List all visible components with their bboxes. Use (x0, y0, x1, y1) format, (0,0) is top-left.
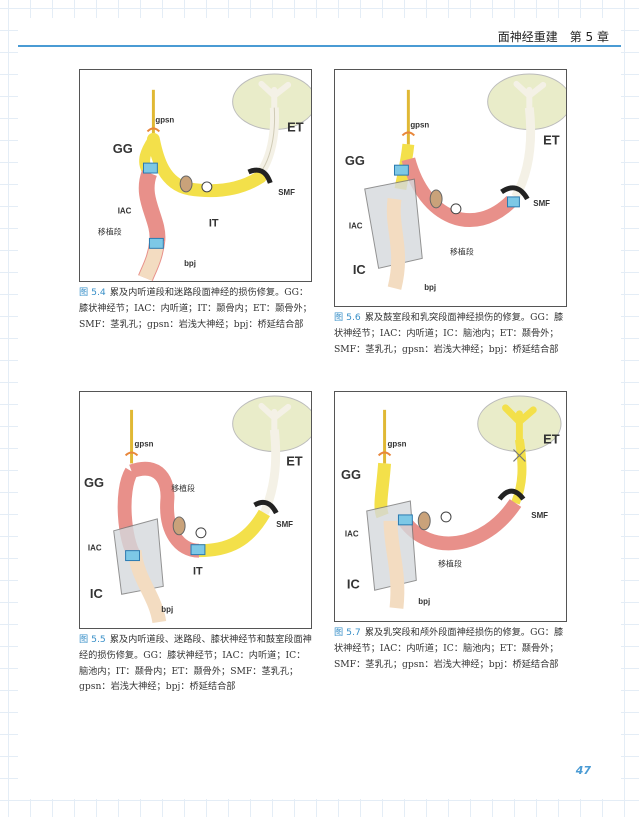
figure-5-7-illustration: gpsn GG ET SMF IAC 移植段 IC bpj (341, 395, 562, 609)
label-gg: GG (84, 475, 104, 490)
label-graft: 移植段 (171, 483, 195, 493)
label-graft: 移植段 (438, 558, 462, 568)
label-et: ET (543, 132, 560, 147)
header-title: 面神经重建 (497, 30, 558, 44)
label-gg: GG (345, 153, 365, 168)
label-smf: SMF (278, 188, 295, 197)
caption-body: 累及乳突段和颅外段面神经损伤的修复。GG：膝状神经节；IAC：内听道；IC：脑池… (334, 627, 564, 670)
label-et: ET (287, 119, 304, 134)
label-graft: 移植段 (450, 246, 474, 256)
label-it: IT (193, 565, 203, 577)
label-smf: SMF (276, 520, 293, 529)
figure-5-5: gpsn GG ET SMF IAC 移植段 IT IC bpj (79, 391, 312, 629)
running-header: 面神经重建 第 5 章 (498, 28, 609, 45)
label-bpj: bpj (418, 597, 430, 606)
caption-number: 图 5.5 (79, 634, 106, 645)
caption-body: 累及内听道段、迷路段、膝状神经节和鼓室段面神经的损伤修复。GG：膝状神经节；IA… (79, 634, 312, 693)
caption-number: 图 5.4 (79, 287, 106, 298)
label-iac: IAC (345, 530, 359, 539)
label-et: ET (543, 432, 560, 447)
caption-number: 图 5.6 (334, 312, 361, 323)
label-ic: IC (347, 576, 360, 591)
figure-5-6: gpsn GG ET SMF IAC 移植段 IC bpj (334, 69, 567, 307)
label-ic: IC (353, 262, 366, 277)
label-iac: IAC (118, 207, 132, 216)
label-gpsn: gpsn (388, 440, 407, 449)
figure-5-4-illustration: gpsn GG ET SMF IAC 移植段 IT bpj (98, 73, 311, 281)
label-iac: IAC (349, 222, 363, 231)
label-gpsn: gpsn (410, 121, 429, 130)
label-iac: IAC (88, 544, 102, 553)
page-number: 47 (575, 764, 591, 777)
label-smf: SMF (533, 199, 550, 208)
label-ic: IC (90, 586, 103, 601)
label-bpj: bpj (424, 283, 436, 292)
caption-number: 图 5.7 (334, 627, 361, 638)
figure-5-6-illustration: gpsn GG ET SMF IAC 移植段 IC bpj (345, 73, 566, 292)
figure-5-7: gpsn GG ET SMF IAC 移植段 IC bpj (334, 391, 567, 622)
figure-5-5-illustration: gpsn GG ET SMF IAC 移植段 IT IC bpj (84, 395, 311, 624)
header-rule (18, 45, 621, 47)
label-smf: SMF (531, 511, 548, 520)
label-bpj: bpj (161, 605, 173, 614)
figure-5-4: gpsn GG ET SMF IAC 移植段 IT bpj (79, 69, 312, 282)
label-gpsn: gpsn (135, 440, 154, 449)
label-bpj: bpj (184, 259, 196, 268)
caption-body: 累及内听道段和迷路段面神经的损伤修复。GG：膝状神经节；IAC：内听道；IT：颞… (79, 287, 312, 330)
label-gg: GG (341, 467, 361, 482)
label-graft: 移植段 (98, 226, 122, 236)
label-gpsn: gpsn (155, 116, 174, 125)
label-et: ET (286, 453, 303, 468)
label-it: IT (209, 218, 219, 230)
caption-body: 累及鼓室段和乳突段面神经损伤的修复。GG：膝状神经节；IAC：内听道；IC：脑池… (334, 312, 564, 355)
header-chapter: 第 5 章 (569, 30, 609, 44)
label-gg: GG (113, 141, 133, 156)
